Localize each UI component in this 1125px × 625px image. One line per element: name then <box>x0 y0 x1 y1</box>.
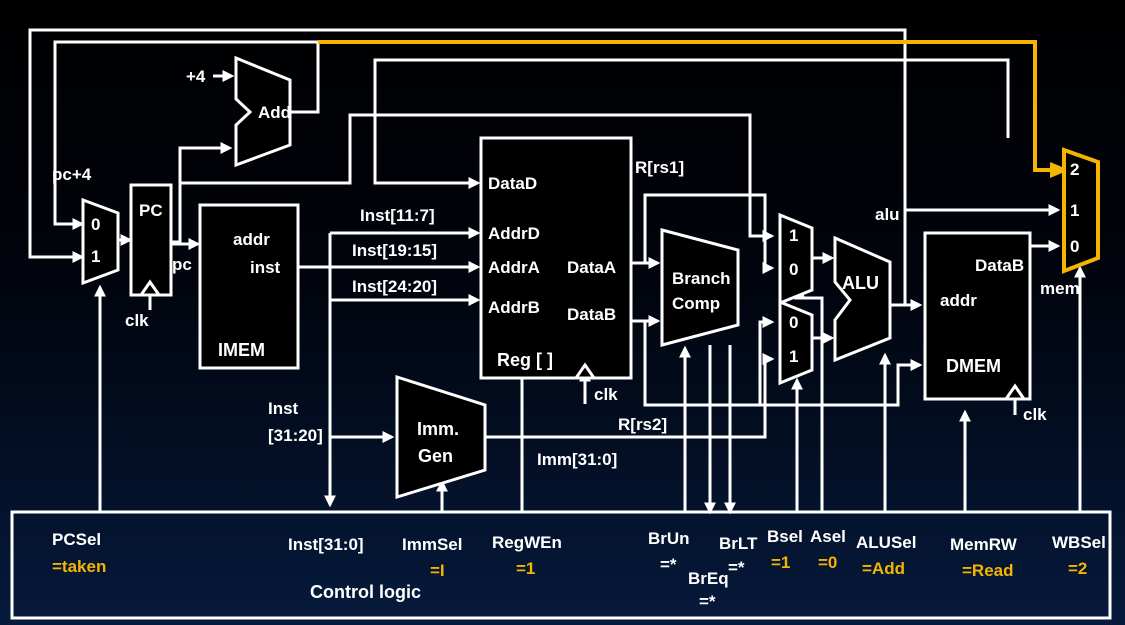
pc-mux-input-0: 0 <box>91 215 100 234</box>
adder-label: Add <box>258 103 291 122</box>
dataa-port: DataA <box>567 258 616 277</box>
brlt-value: =* <box>728 558 745 577</box>
pc-plus4-label: pc+4 <box>52 165 92 184</box>
dmem-label: DMEM <box>946 356 1001 376</box>
datad-port: DataD <box>488 174 537 193</box>
bsel-name: Bsel <box>767 527 803 546</box>
regwen-value: =1 <box>516 559 535 578</box>
immsel-value: =I <box>430 561 445 580</box>
asel-value: =0 <box>818 553 837 572</box>
inst-31-20-label-line2: [31:20] <box>268 426 323 445</box>
regfile-label: Reg [ ] <box>497 350 553 370</box>
imem: addr inst IMEM <box>198 203 300 370</box>
imem-inst-label: inst <box>250 258 281 277</box>
brun-name: BrUn <box>648 529 690 548</box>
alu-signal-label: alu <box>875 205 900 224</box>
alusel-name: ALUSel <box>856 533 916 552</box>
alusel-value: =Add <box>862 559 905 578</box>
b-mux: 0 1 <box>778 299 814 386</box>
wbsel-name: WBSel <box>1052 533 1106 552</box>
inst-24-20-label: Inst[24:20] <box>352 277 437 296</box>
addra-port: AddrA <box>488 258 540 277</box>
a-mux: 1 0 <box>778 212 814 306</box>
pcsel-name: PCSel <box>52 530 101 549</box>
memrw-name: MemRW <box>950 535 1018 554</box>
pc-clk-label: clk <box>125 311 149 330</box>
b-mux-input-1: 1 <box>789 347 798 366</box>
wb-mux: 2 1 0 <box>1062 147 1100 274</box>
wb-mux-input-2: 2 <box>1070 160 1079 179</box>
dmem-clk-label: clk <box>1023 405 1047 424</box>
breq-name: BrEq <box>688 569 729 588</box>
imm-signal-label: Imm[31:0] <box>537 450 617 469</box>
pc-signal-label: pc <box>172 255 192 274</box>
brlt-name: BrLT <box>719 534 758 553</box>
pc-register: PC <box>129 183 173 297</box>
branch-comp-label-line2: Comp <box>672 294 720 313</box>
alu: ALU <box>833 235 892 363</box>
plus4-label: +4 <box>186 67 206 86</box>
regwen-name: RegWEn <box>492 533 562 552</box>
imem-label: IMEM <box>218 340 265 360</box>
immgen-label-line1: Imm. <box>417 419 459 439</box>
asel-name: Asel <box>810 527 846 546</box>
inst-control-name: Inst[31:0] <box>288 535 364 554</box>
addrd-port: AddrD <box>488 224 540 243</box>
a-mux-input-0: 0 <box>789 260 798 279</box>
inst-11-7-label: Inst[11:7] <box>360 206 435 225</box>
pc-mux: 0 1 <box>81 197 120 286</box>
b-mux-input-0: 0 <box>789 313 798 332</box>
brun-value: =* <box>660 555 677 574</box>
pcsel-value: =taken <box>52 557 106 576</box>
r-rs2-label: R[rs2] <box>618 415 667 434</box>
breq-value: =* <box>699 592 716 611</box>
control-logic: PCSel =taken Inst[31:0] ImmSel =I RegWEn… <box>10 510 1112 620</box>
wb-mux-input-0: 0 <box>1070 237 1079 256</box>
dmem: DataB addr DMEM <box>923 231 1032 401</box>
imem-addr-label: addr <box>233 230 270 249</box>
highlighted-path <box>318 40 1070 178</box>
reg-clk-label: clk <box>594 385 618 404</box>
r-rs1-label: R[rs1] <box>635 158 684 177</box>
inst-31-20-label-line1: Inst <box>268 399 299 418</box>
memrw-value: =Read <box>962 561 1014 580</box>
dmem-datab-port: DataB <box>975 256 1024 275</box>
wbsel-value: =2 <box>1068 559 1087 578</box>
pc-mux-input-1: 1 <box>91 247 100 266</box>
inst-19-15-label: Inst[19:15] <box>352 241 437 260</box>
datab-port: DataB <box>567 305 616 324</box>
alu-label: ALU <box>842 273 879 293</box>
a-mux-input-1: 1 <box>789 226 798 245</box>
register-file: DataD AddrD AddrA AddrB DataA DataB Reg … <box>479 136 633 380</box>
immsel-name: ImmSel <box>402 535 462 554</box>
imm-gen: Imm. Gen <box>395 374 487 500</box>
branch-comparator: Branch Comp <box>660 228 740 347</box>
control-logic-title: Control logic <box>310 582 421 602</box>
pc-adder: Add <box>234 55 292 168</box>
pc-label: PC <box>139 201 163 220</box>
addrb-port: AddrB <box>488 298 540 317</box>
branch-comp-label-line1: Branch <box>672 269 731 288</box>
wb-mux-input-1: 1 <box>1070 201 1079 220</box>
immgen-label-line2: Gen <box>418 446 453 466</box>
mem-signal-label: mem <box>1040 279 1080 298</box>
bsel-value: =1 <box>771 553 790 572</box>
dmem-addr-port: addr <box>940 291 977 310</box>
